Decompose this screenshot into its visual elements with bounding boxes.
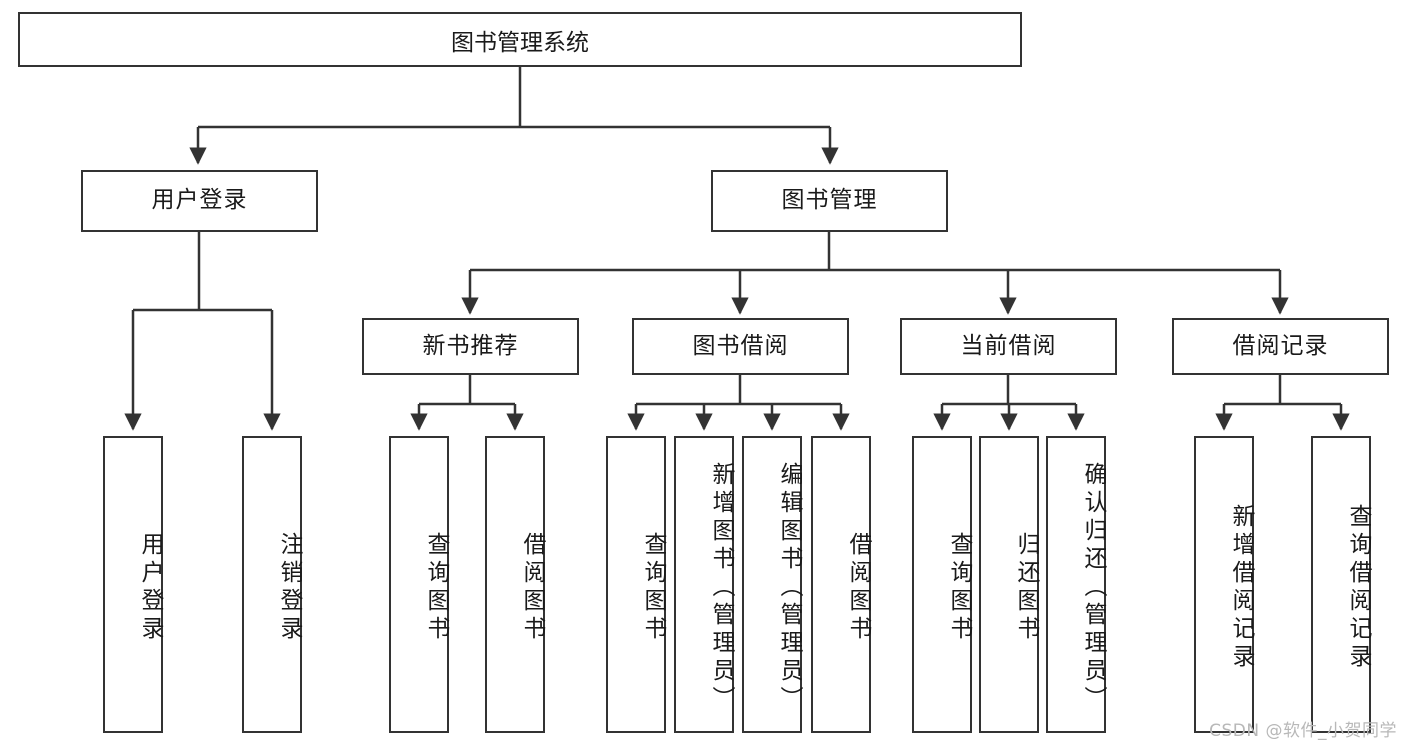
node-root-label: 图书管理系统 <box>451 29 589 56</box>
leaf-confirm-return-label: 确认归还（管理员） <box>1080 461 1106 714</box>
node-current-borrow[interactable]: 当前借阅 <box>900 318 1117 375</box>
leaf-query-book-2-label: 查询图书 <box>640 531 666 644</box>
node-leaf-borrow-book-2[interactable]: 借阅图书 <box>811 436 871 733</box>
node-book-management-label: 图书管理 <box>781 187 878 214</box>
node-leaf-query-book-3[interactable]: 查询图书 <box>912 436 972 733</box>
node-leaf-confirm-return[interactable]: 确认归还（管理员） <box>1046 436 1106 733</box>
node-user-login-label: 用户登录 <box>151 187 248 214</box>
leaf-edit-book-label: 编辑图书（管理员） <box>776 461 802 714</box>
node-book-borrow-label: 图书借阅 <box>692 332 789 359</box>
leaf-user-login-label: 用户登录 <box>137 531 163 644</box>
node-leaf-query-book-1[interactable]: 查询图书 <box>389 436 449 733</box>
node-leaf-return-book[interactable]: 归还图书 <box>979 436 1039 733</box>
node-leaf-add-book[interactable]: 新增图书（管理员） <box>674 436 734 733</box>
node-book-borrow[interactable]: 图书借阅 <box>632 318 849 375</box>
leaf-borrow-book-1-label: 借阅图书 <box>519 531 545 644</box>
leaf-query-book-1-label: 查询图书 <box>423 531 449 644</box>
leaf-return-book-label: 归还图书 <box>1013 531 1039 644</box>
leaf-borrow-book-2-label: 借阅图书 <box>845 531 871 644</box>
node-leaf-add-record[interactable]: 新增借阅记录 <box>1194 436 1254 733</box>
leaf-add-book-label: 新增图书（管理员） <box>708 461 734 714</box>
leaf-query-book-3-label: 查询图书 <box>946 531 972 644</box>
node-book-management[interactable]: 图书管理 <box>711 170 948 232</box>
node-leaf-logout-login[interactable]: 注销登录 <box>242 436 302 733</box>
watermark-text: CSDN @软件_小贺同学 <box>1209 721 1397 741</box>
node-user-login[interactable]: 用户登录 <box>81 170 318 232</box>
node-new-book-recommend-label: 新书推荐 <box>422 332 519 359</box>
node-borrow-record[interactable]: 借阅记录 <box>1172 318 1389 375</box>
node-leaf-query-book-2[interactable]: 查询图书 <box>606 436 666 733</box>
node-new-book-recommend[interactable]: 新书推荐 <box>362 318 579 375</box>
leaf-query-record-label: 查询借阅记录 <box>1345 503 1371 672</box>
node-leaf-query-record[interactable]: 查询借阅记录 <box>1311 436 1371 733</box>
node-leaf-borrow-book-1[interactable]: 借阅图书 <box>485 436 545 733</box>
node-borrow-record-label: 借阅记录 <box>1232 332 1329 359</box>
leaf-logout-login-label: 注销登录 <box>276 531 302 644</box>
node-leaf-user-login[interactable]: 用户登录 <box>103 436 163 733</box>
node-leaf-edit-book[interactable]: 编辑图书（管理员） <box>742 436 802 733</box>
node-root[interactable]: 图书管理系统 <box>18 12 1022 67</box>
node-current-borrow-label: 当前借阅 <box>960 332 1057 359</box>
leaf-add-record-label: 新增借阅记录 <box>1228 503 1254 672</box>
